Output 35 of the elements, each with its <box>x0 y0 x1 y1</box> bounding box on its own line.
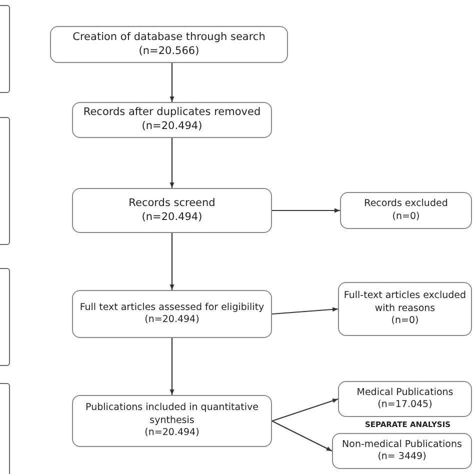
arrow <box>170 338 174 395</box>
box-text: Full text articles assessed for eligibility <box>80 302 264 314</box>
process-box <box>72 395 272 447</box>
box-text: Publications included in quantitative synthesis <box>84 402 260 428</box>
arrow <box>272 398 338 422</box>
box-text: (n=20.566) <box>138 44 200 58</box>
box-text: Creation of database through search <box>72 30 266 44</box>
process-box <box>50 26 288 63</box>
process-box <box>72 188 272 233</box>
process-box <box>72 102 272 138</box>
process-box <box>338 282 472 336</box>
box-text: (n=20.494) <box>142 210 202 224</box>
box-text: Non-medical Publications <box>342 438 462 451</box>
box-text: (n=0) <box>392 210 420 223</box>
box-text: (n=20.494) <box>144 314 200 326</box>
box-text: (n= 3449) <box>378 451 426 464</box>
process-box <box>332 433 472 469</box>
arrow <box>272 420 332 452</box>
process-box <box>340 192 472 229</box>
box-text: Records screend <box>128 196 216 210</box>
box-text: Records after duplicates removed <box>83 106 261 120</box>
box-text: (n=17.045) <box>378 399 432 412</box>
box-text: (n=0) <box>391 315 419 328</box>
box-text: (n=20.494) <box>144 427 200 440</box>
arrow <box>272 307 338 315</box>
arrow <box>170 233 174 290</box>
box-text: Medical Publications <box>356 386 454 399</box>
arrow <box>272 208 340 213</box>
box-text: Full-text articles excluded with reasons <box>343 290 467 316</box>
arrow <box>170 138 174 188</box>
arrow <box>170 63 174 102</box>
process-box <box>72 290 272 338</box>
box-text: Records excluded <box>364 198 448 210</box>
box-text: (n=20.494) <box>142 120 202 134</box>
process-box <box>338 381 472 417</box>
